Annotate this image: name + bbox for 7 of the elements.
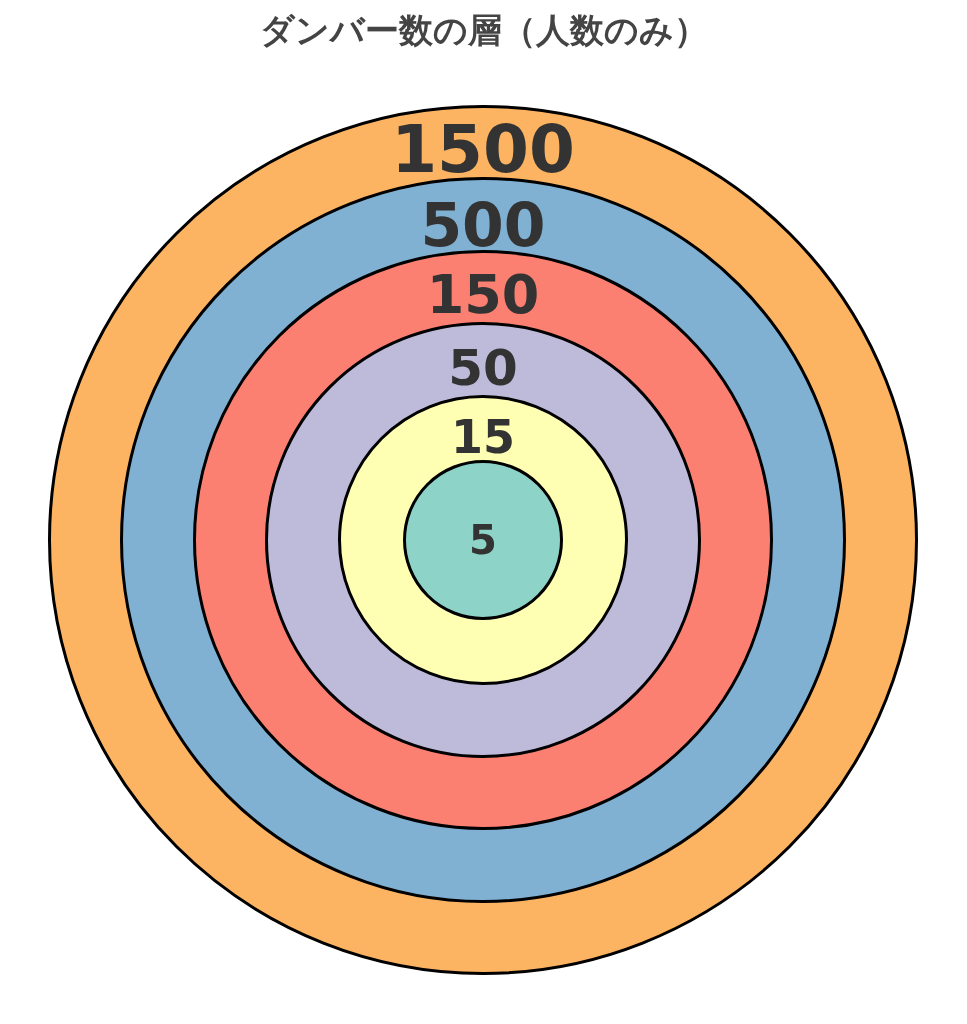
count-label: 500 xyxy=(420,195,546,255)
count-label: 15 xyxy=(451,414,515,460)
count-label: 50 xyxy=(448,343,518,393)
diagram-title: ダンバー数の層（人数のみ） xyxy=(258,9,709,52)
count-label: 5 xyxy=(469,520,497,560)
count-label: 150 xyxy=(426,268,540,322)
count-label: 1500 xyxy=(391,117,575,183)
